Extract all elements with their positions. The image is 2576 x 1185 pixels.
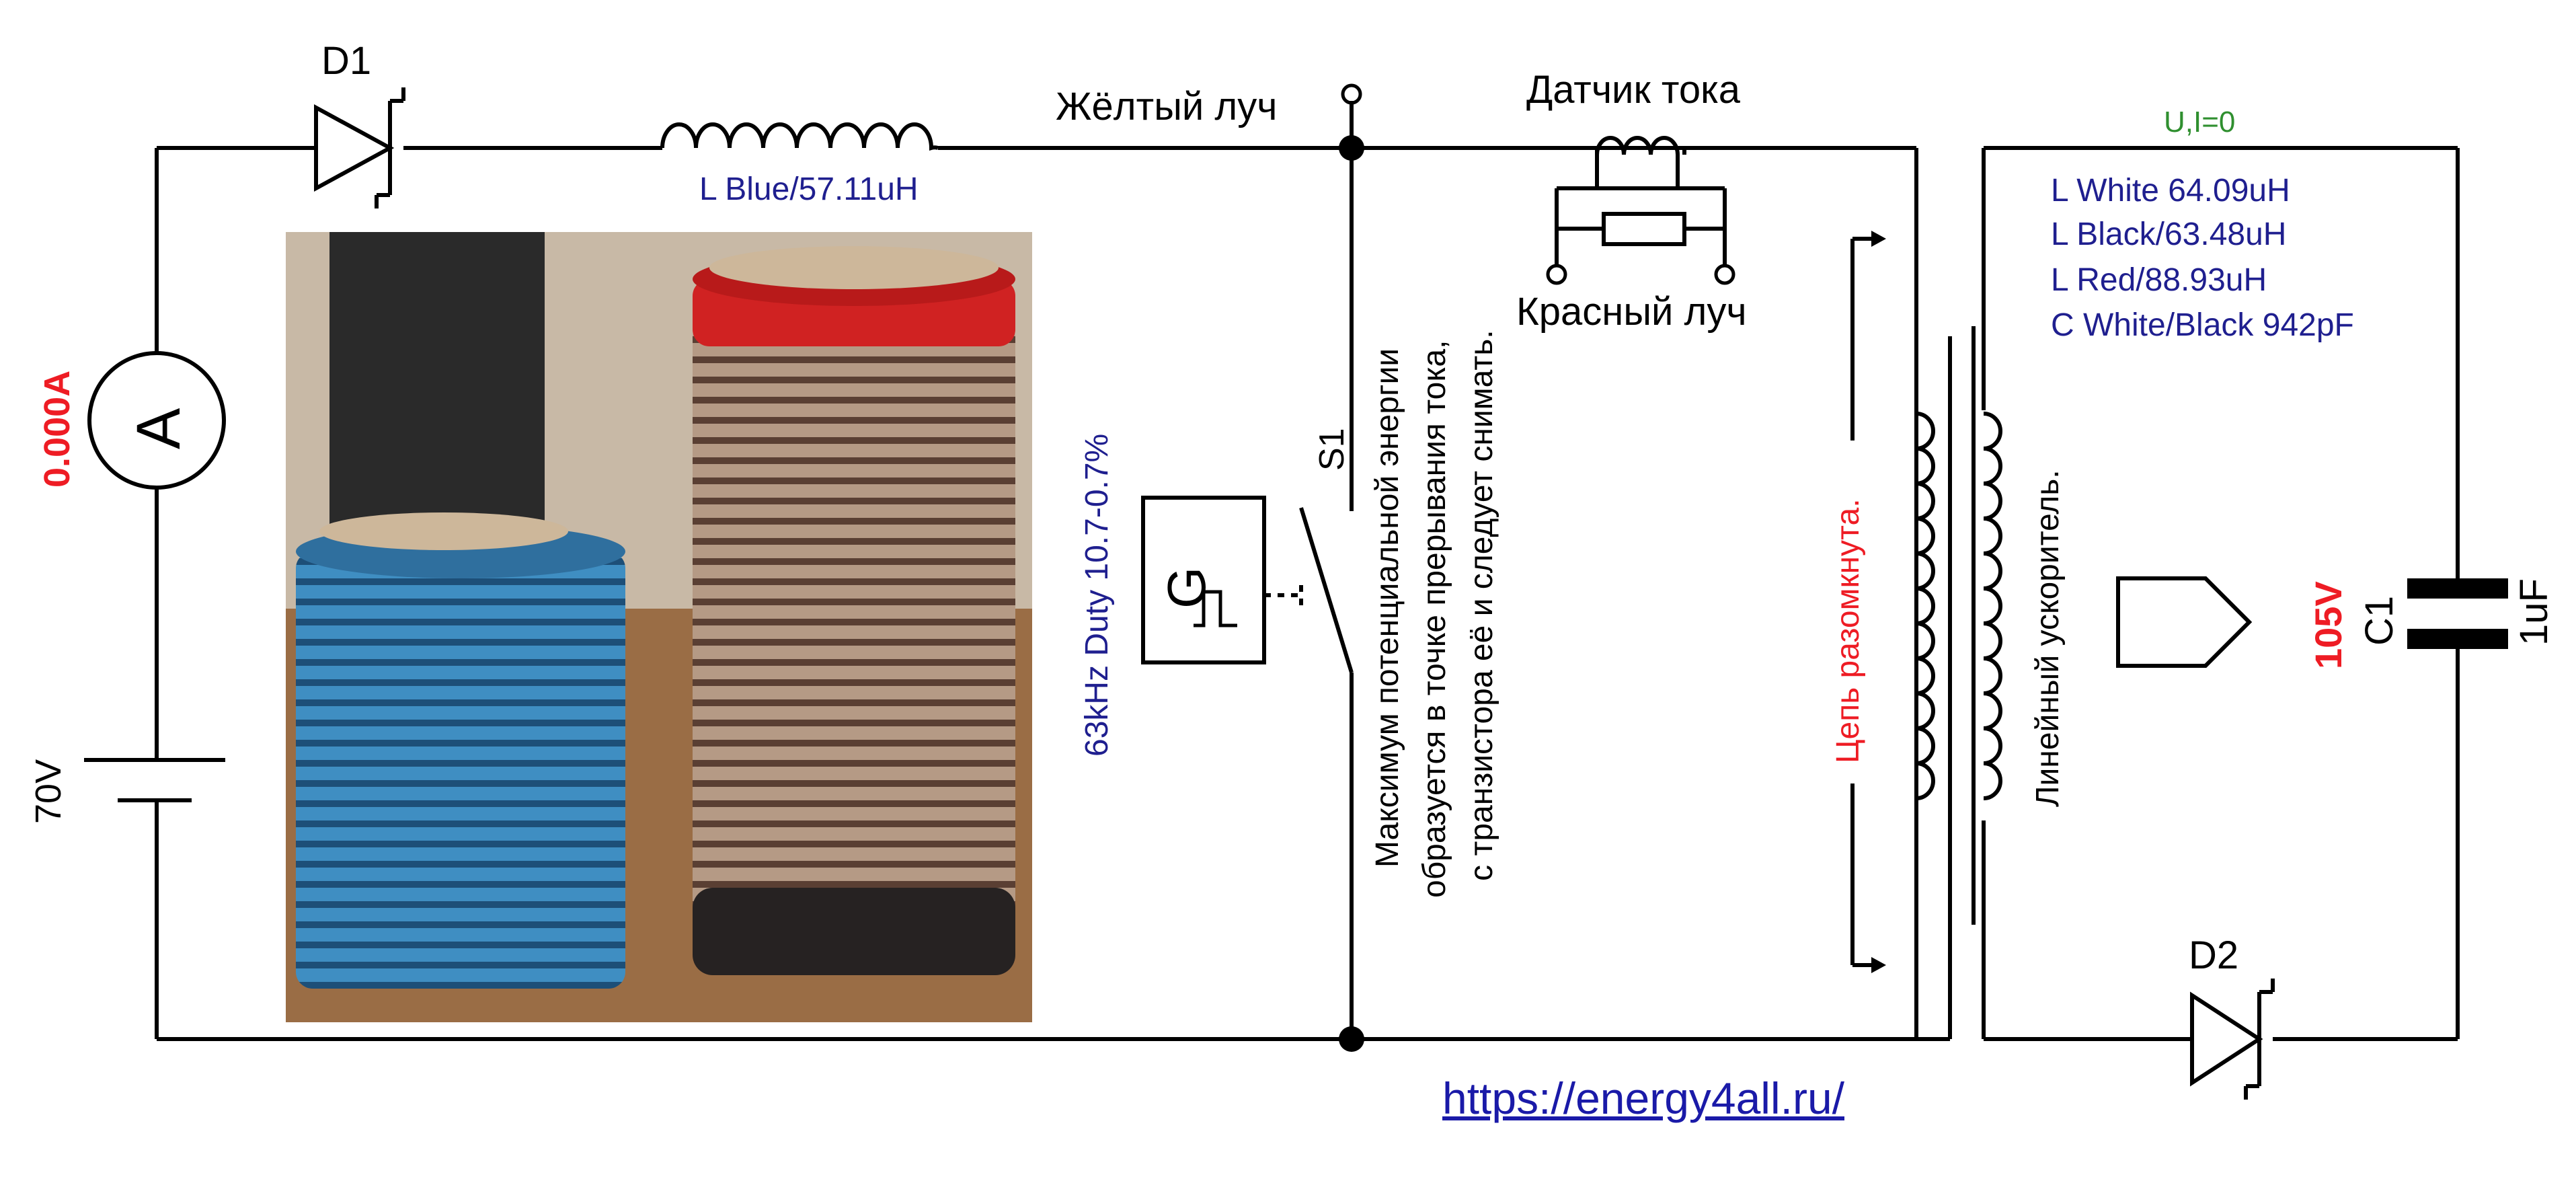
yellow-ray-label: Жёлтый луч: [1056, 85, 1278, 128]
c1-value-label: 1uF: [2512, 578, 2556, 646]
generator-label: 63kHz Duty 10.7-0.7%: [1079, 433, 1115, 757]
coils-photo: [286, 232, 1032, 1022]
l-red-label: L Red/88.93uH: [2051, 262, 2267, 298]
ammeter-symbol: A: [124, 408, 193, 449]
current-sensor-label: Датчик тока: [1526, 68, 1741, 112]
ammeter-reading: 0.000A: [37, 370, 77, 488]
l-blue-label: L Blue/57.11uH: [699, 171, 919, 207]
generator-symbol: G: [1157, 566, 1216, 609]
note-line-3: с транзистора её и следует снимать.: [1464, 330, 1499, 881]
l-white-label: L White 64.09uH: [2051, 173, 2290, 208]
linear-accelerator-label: Линейный ускоритель.: [2030, 469, 2066, 807]
d2-label: D2: [2189, 933, 2239, 977]
battery-voltage: 70V: [28, 759, 69, 824]
website-link[interactable]: https://energy4all.ru/: [1442, 1073, 1844, 1123]
note-line-1: Максимум потенциальной энергии: [1370, 348, 1405, 868]
switch-s1-label: S1: [1313, 428, 1352, 471]
u-i-zero-label: U,I=0: [2164, 106, 2236, 139]
circuit-open-label: Цепь разомкнута.: [1830, 498, 1866, 763]
c1-label: C1: [2357, 595, 2401, 646]
red-ray-label: Красный луч: [1516, 290, 1747, 334]
d1-label: D1: [321, 39, 372, 83]
l-black-label: L Black/63.48uH: [2051, 217, 2287, 252]
c-white-black-label: C White/Black 942pF: [2051, 307, 2354, 343]
note-line-2: образуется в точке прерывания тока,: [1417, 340, 1452, 898]
cap-voltage-label: 105V: [2307, 581, 2349, 669]
